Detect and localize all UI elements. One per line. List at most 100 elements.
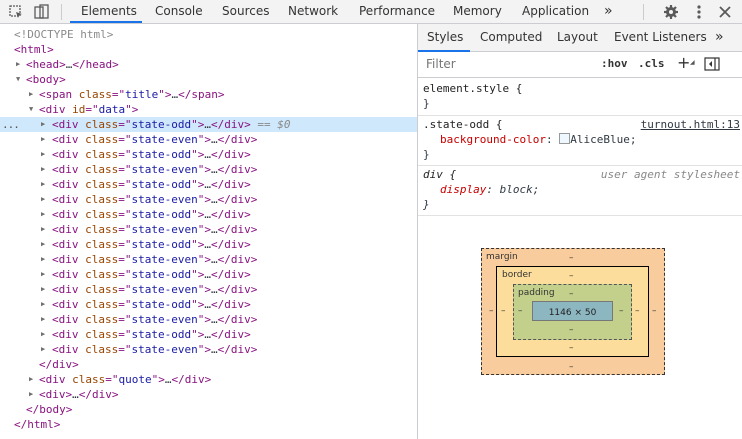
body-close-row[interactable]: </body> — [26, 403, 73, 416]
element-style-rule: element.style { } — [418, 78, 742, 116]
tab-network[interactable]: Network — [288, 4, 339, 18]
expand-arrow-icon[interactable]: ▶ — [41, 150, 46, 158]
expand-arrow-icon[interactable]: ▶ — [41, 180, 46, 188]
tab-sources[interactable]: Sources — [222, 4, 270, 18]
collapse-arrow-icon[interactable]: ▼ — [29, 105, 34, 113]
expand-arrow-icon[interactable]: ▶ — [41, 225, 46, 233]
rule-selector[interactable]: .state-odd { — [423, 118, 503, 131]
expand-arrow-icon[interactable]: ▶ — [41, 240, 46, 248]
more-tabs-icon[interactable]: » — [715, 29, 724, 45]
expand-arrow-icon[interactable]: ▶ — [41, 315, 46, 323]
div-quote-row[interactable]: ▶<div class="quote">…</div> — [29, 373, 212, 386]
tab-styles[interactable]: Styles — [427, 30, 464, 44]
tab-application[interactable]: Application — [522, 4, 590, 18]
tab-elements[interactable]: Elements — [81, 4, 137, 18]
class-value[interactable]: state-even — [131, 343, 198, 356]
tab-event-listeners[interactable]: Event Listeners — [614, 30, 707, 44]
dom-child-row[interactable]: ▶<div class="state-even">…</div> — [41, 193, 258, 206]
doctype-row[interactable]: <!DOCTYPE html> — [0, 27, 417, 42]
class-value[interactable]: state-even — [131, 283, 198, 296]
tab-layout[interactable]: Layout — [557, 30, 598, 44]
class-value[interactable]: state-odd — [131, 178, 192, 191]
toggle-sidebar-icon[interactable] — [704, 57, 720, 74]
hov-toggle[interactable]: :hov — [601, 57, 628, 70]
tab-computed[interactable]: Computed — [480, 30, 543, 44]
body-row[interactable]: ▼<body> — [16, 73, 66, 86]
rule-selector[interactable]: div { — [423, 168, 457, 181]
class-value[interactable]: state-odd — [131, 118, 192, 131]
expand-arrow-icon[interactable]: ▶ — [41, 135, 46, 143]
dom-child-row[interactable]: ▶<div class="state-even">…</div> — [41, 313, 258, 326]
dom-child-row[interactable]: ▶<div class="state-odd">…</div> — [41, 298, 251, 311]
dom-child-row[interactable]: ▶<div class="state-even">…</div> — [41, 133, 258, 146]
expand-arrow-icon[interactable]: ▶ — [41, 120, 46, 128]
property-value[interactable]: AliceBlue; — [570, 133, 637, 146]
dom-child-row[interactable]: ▶<div class="state-even">…</div> — [41, 163, 258, 176]
class-value[interactable]: state-odd — [131, 328, 192, 341]
dom-child-row[interactable]: ▶<div class="state-even">…</div> — [41, 223, 258, 236]
content-box[interactable]: 1146 × 50 — [532, 301, 613, 321]
class-value[interactable]: state-odd — [131, 268, 192, 281]
head-row[interactable]: ▶<head>…</head> — [16, 58, 119, 71]
div-data-row[interactable]: ▼<div id="data"> — [29, 103, 139, 116]
more-tabs-icon[interactable]: » — [604, 3, 613, 19]
inspect-element-icon[interactable] — [7, 3, 25, 21]
source-link[interactable]: turnout.html:13 — [640, 118, 740, 131]
dom-child-row[interactable]: ▶<div class="state-odd">…</div> — [41, 208, 251, 221]
dom-child-row[interactable]: ...▶<div class="state-odd">…</div> == $0 — [0, 117, 417, 132]
class-value[interactable]: state-odd — [131, 208, 192, 221]
dom-child-row[interactable]: ▶<div class="state-even">…</div> — [41, 343, 258, 356]
expand-arrow-icon[interactable]: ▶ — [41, 285, 46, 293]
html-close-row[interactable]: </html> — [14, 418, 61, 431]
div-row[interactable]: ▶<div>…</div> — [29, 388, 119, 401]
dom-child-row[interactable]: ▶<div class="state-odd">…</div> — [41, 268, 251, 281]
device-toolbar-icon[interactable] — [33, 3, 51, 21]
kebab-menu-icon[interactable] — [690, 3, 708, 21]
new-rule-plus-icon[interactable]: + — [677, 53, 691, 72]
tab-memory[interactable]: Memory — [453, 4, 502, 18]
dropdown-arrow-icon[interactable]: ◢ — [690, 59, 695, 66]
dom-child-row[interactable]: ▶<div class="state-odd">…</div> — [41, 148, 251, 161]
class-value[interactable]: state-even — [131, 313, 198, 326]
tab-performance[interactable]: Performance — [359, 4, 436, 18]
expand-arrow-icon[interactable]: ▶ — [41, 330, 46, 338]
cls-toggle[interactable]: .cls — [638, 57, 665, 70]
class-value[interactable]: state-even — [131, 163, 198, 176]
filter-bar: :hov .cls + ◢ — [418, 52, 742, 78]
expand-arrow-icon[interactable]: ▶ — [41, 300, 46, 308]
span-title-row[interactable]: ▶<span class="title">…</span> — [29, 88, 225, 101]
expand-arrow-icon[interactable]: ▶ — [29, 90, 34, 98]
dom-child-row[interactable]: ▶<div class="state-odd">…</div> — [41, 328, 251, 341]
collapse-arrow-icon[interactable]: ▼ — [16, 75, 21, 83]
close-icon[interactable] — [716, 3, 734, 21]
more-options-icon[interactable]: ... — [2, 118, 20, 131]
class-value[interactable]: state-even — [131, 193, 198, 206]
tab-console[interactable]: Console — [155, 4, 203, 18]
settings-gear-icon[interactable] — [662, 3, 680, 21]
expand-arrow-icon[interactable]: ▶ — [41, 195, 46, 203]
class-value[interactable]: state-even — [131, 253, 198, 266]
expand-arrow-icon[interactable]: ▶ — [41, 345, 46, 353]
class-value[interactable]: state-odd — [131, 238, 192, 251]
dom-child-row[interactable]: ▶<div class="state-even">…</div> — [41, 283, 258, 296]
expand-arrow-icon[interactable]: ▶ — [29, 375, 34, 383]
expand-arrow-icon[interactable]: ▶ — [41, 165, 46, 173]
class-value[interactable]: state-odd — [131, 298, 192, 311]
dom-child-row[interactable]: ▶<div class="state-odd">…</div> — [41, 178, 251, 191]
div-close-row[interactable]: </div> — [39, 358, 79, 371]
filter-input[interactable] — [422, 55, 600, 73]
expand-arrow-icon[interactable]: ▶ — [41, 270, 46, 278]
color-swatch[interactable] — [559, 133, 571, 144]
class-value[interactable]: state-even — [131, 133, 198, 146]
expand-arrow-icon[interactable]: ▶ — [16, 60, 21, 68]
dom-child-row[interactable]: ▶<div class="state-odd">…</div> — [41, 238, 251, 251]
class-value[interactable]: state-odd — [131, 148, 192, 161]
expand-arrow-icon[interactable]: ▶ — [41, 210, 46, 218]
expand-arrow-icon[interactable]: ▶ — [29, 390, 34, 398]
class-value[interactable]: state-even — [131, 223, 198, 236]
element-style-selector[interactable]: element.style { — [423, 82, 523, 95]
property-name[interactable]: background-color — [440, 133, 546, 146]
expand-arrow-icon[interactable]: ▶ — [41, 255, 46, 263]
html-row[interactable]: <html> — [14, 43, 54, 56]
dom-child-row[interactable]: ▶<div class="state-even">…</div> — [41, 253, 258, 266]
